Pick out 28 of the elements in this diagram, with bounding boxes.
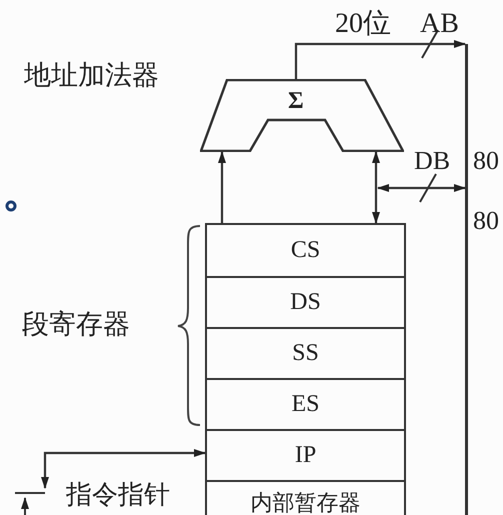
register-cell: [205, 327, 406, 380]
register-cell: [205, 276, 406, 329]
chip-label: 80: [473, 208, 499, 234]
sum-symbol: Σ: [288, 89, 304, 113]
arrow: [41, 449, 206, 489]
register-name: IP: [294, 442, 316, 469]
adder-shape: [200, 79, 404, 152]
register-cell: [205, 223, 406, 278]
register-name: CS: [290, 237, 320, 264]
register-cell: [205, 480, 406, 515]
bus-name: AB: [420, 10, 459, 38]
register-name: SS: [292, 340, 319, 367]
register-name: DS: [290, 289, 321, 316]
arrow: [218, 151, 226, 223]
register-group-label: 段寄存器: [22, 311, 130, 338]
arrow: [294, 40, 466, 79]
chip-label: 80: [473, 148, 499, 174]
register-name: ES: [291, 391, 320, 418]
arrow: [372, 151, 380, 224]
edge-label: DB: [414, 148, 450, 174]
register-label: 指令指针: [66, 482, 170, 508]
register-cell: [205, 378, 406, 431]
component-label: 地址加法器: [24, 62, 159, 89]
bus-line: [465, 44, 468, 515]
register-cell: [205, 429, 406, 482]
edge-label: 20位: [335, 10, 391, 38]
arrow: [377, 184, 466, 192]
register-name: 内部暂存器: [250, 489, 360, 515]
